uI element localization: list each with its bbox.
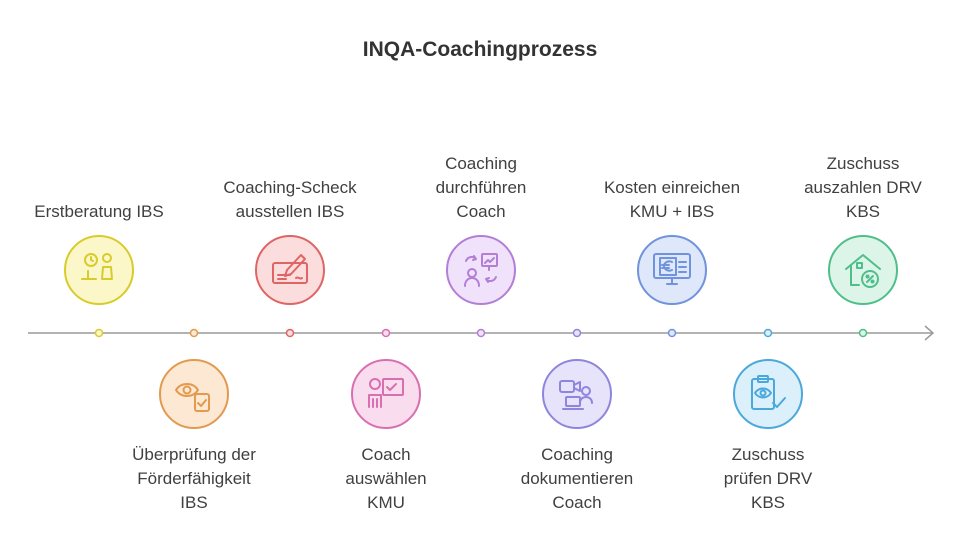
step-4-label: Coach auswählen KMU [345, 445, 427, 512]
timeline-dot-step-5 [476, 328, 486, 338]
step-8-icon-circle [733, 359, 803, 429]
step-9-label: Zuschuss auszahlen DRV KBS [804, 154, 922, 221]
timeline-dot-step-9 [858, 328, 868, 338]
step-8-label: Zuschuss prüfen DRV KBS [723, 445, 813, 512]
timeline-dot-step-6 [572, 328, 582, 338]
step-6-icon-circle [542, 359, 612, 429]
step-7-icon-circle [637, 235, 707, 305]
clipboard-eye-check-icon [751, 375, 786, 410]
timeline-dot-step-2 [189, 328, 199, 338]
timeline-dot-step-8 [763, 328, 773, 338]
check-signing-icon [272, 254, 308, 284]
eye-clipboard-icon [175, 383, 210, 412]
house-percent-icon [845, 254, 881, 288]
timeline-dot-step-4 [381, 328, 391, 338]
timeline-dot-step-3 [285, 328, 295, 338]
step-9-icon-circle [828, 235, 898, 305]
step-5-icon-circle [446, 235, 516, 305]
step-3-label: Coaching-Scheck ausstellen IBS [223, 178, 357, 221]
step-7-label: Kosten einreichen KMU + IBS [603, 178, 741, 221]
euro-invoice-monitor-icon [653, 253, 691, 285]
step-2-icon-circle [159, 359, 229, 429]
step-4-icon-circle [351, 359, 421, 429]
coaching-session-icon [464, 253, 498, 287]
timeline-arrowhead [924, 325, 935, 341]
step-6-label: Coaching dokumentieren Coach [520, 445, 634, 512]
step-1-icon-circle [64, 235, 134, 305]
video-laptop-icon [559, 380, 593, 410]
step-5-label: Coaching durchführen Coach [435, 154, 527, 221]
consultation-icon [81, 253, 113, 280]
coach-board-icon [368, 378, 404, 408]
step-2-label: Überprüfung der Förderfähigkeit IBS [132, 445, 256, 512]
timeline-dot-step-1 [94, 328, 104, 338]
diagram-title: INQA-Coachingprozess [362, 38, 598, 61]
step-3-icon-circle [255, 235, 325, 305]
step-1-label: Erstberatung IBS [34, 202, 164, 221]
timeline-dot-step-7 [667, 328, 677, 338]
